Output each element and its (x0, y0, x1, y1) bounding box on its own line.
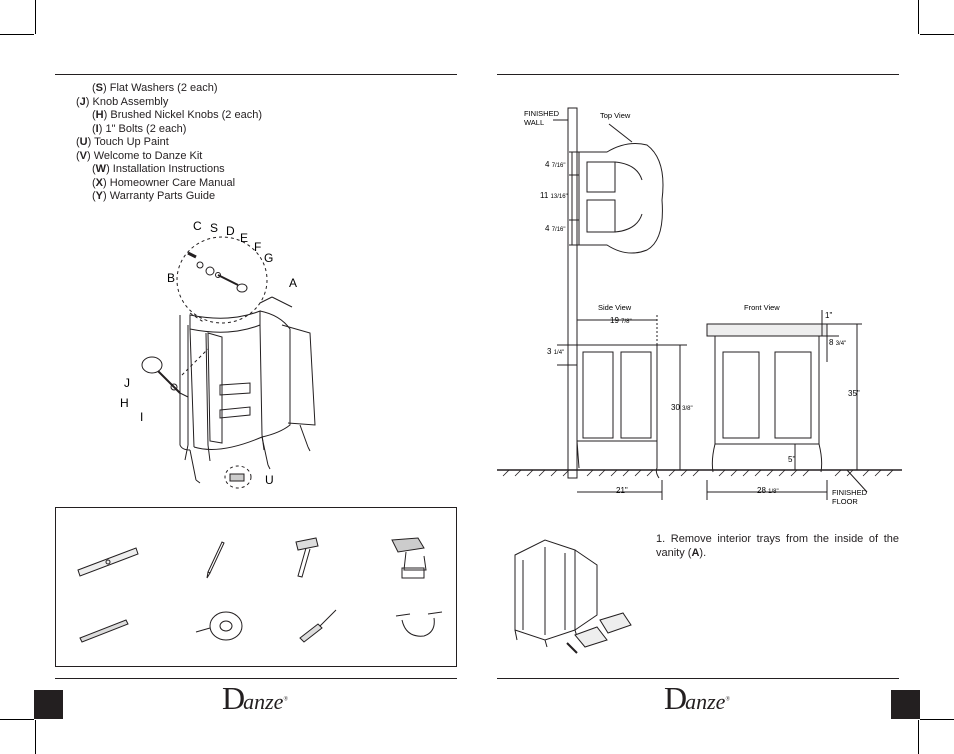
dimension-drawing (497, 107, 902, 500)
dim-5: 5" (788, 455, 796, 464)
crop-mark (35, 0, 36, 34)
header-rule-right (497, 74, 899, 75)
parts-list-item: (H) Brushed Nickel Knobs (2 each) (92, 109, 262, 121)
dim-35: 35" (848, 389, 860, 398)
vanity-exploded-diagram (141, 236, 316, 489)
crop-mark (920, 34, 954, 35)
side-view-label: Side View (598, 303, 632, 312)
danze-logo-right: Danze® (664, 680, 730, 716)
hammer-icon (295, 537, 319, 578)
callout-d: D (226, 224, 235, 238)
callout-a: A (289, 276, 298, 290)
drill-icon (391, 537, 427, 579)
crop-mark (0, 719, 34, 720)
danze-logo-left: Danze® (222, 680, 288, 716)
finished-floor-label: FINISHED (832, 488, 868, 497)
dim-30-3-8: 30 3/8" (671, 403, 693, 412)
footer-rule-left (55, 678, 457, 679)
callout-j: J (124, 376, 130, 390)
callout-b: B (167, 271, 176, 285)
dim-28-1-8: 28 1/8" (757, 486, 779, 495)
top-view-label: Top View (600, 111, 631, 120)
parts-list-item: (Y) Warranty Parts Guide (92, 190, 216, 202)
callout-i: I (140, 410, 144, 424)
parts-list-item: (U) Touch Up Paint (76, 136, 169, 148)
tools-needed-box (55, 507, 457, 667)
finished-wall-label-2: WALL (524, 118, 545, 127)
finished-wall-label: FINISHED (524, 109, 560, 118)
pipe-strap-icon (395, 611, 443, 637)
remove-trays-diagram (514, 539, 632, 654)
crop-mark (918, 720, 919, 754)
parts-list: (S) Flat Washers (2 each)(J) Knob Assemb… (76, 82, 436, 204)
header-rule-left (55, 74, 457, 75)
callout-h: H (120, 396, 129, 410)
callout-e: E (240, 231, 249, 245)
parts-list-item: (X) Homeowner Care Manual (92, 176, 236, 189)
page-number-box-left (34, 690, 63, 719)
finished-floor-label-2: FLOOR (832, 497, 858, 506)
dim-8-3-4: 8 3/4" (829, 338, 847, 347)
dim-4-7-16-bottom: 4 7/16" (545, 224, 566, 233)
dim-3-1-4: 3 1/4" (547, 347, 565, 356)
callout-u: U (265, 473, 274, 487)
level-icon (77, 547, 139, 577)
parts-list-item: (W) Installation Instructions (92, 163, 225, 175)
drill-bit-icon (79, 619, 129, 643)
dim-21: 21" (616, 486, 628, 495)
parts-list-item: (S) Flat Washers (2 each) (92, 82, 218, 94)
parts-list-item: (J) Knob Assembly (76, 95, 169, 108)
pencil-icon (206, 541, 225, 579)
front-view-label: Front View (744, 303, 780, 312)
footer-rule-right (497, 678, 899, 679)
step-1-text: 1. Remove interior trays from the inside… (656, 533, 899, 559)
dim-4-7-16-top: 4 7/16" (545, 160, 566, 169)
callout-s: S (210, 221, 219, 235)
dim-19-7-8: 19 7/8" (610, 316, 632, 325)
crop-mark (35, 720, 36, 754)
callout-f: F (254, 240, 262, 254)
page-number-box-right (891, 690, 920, 719)
parts-list-item: (V) Welcome to Danze Kit (76, 149, 203, 162)
crop-mark (920, 719, 954, 720)
callout-c: C (193, 219, 202, 233)
dim-11-13-16: 11 13/16" (540, 191, 568, 200)
callout-g: G (264, 251, 274, 265)
screwdriver-icon (299, 609, 337, 643)
parts-list-item: (I) 1" Bolts (2 each) (92, 122, 187, 135)
hole-saw-icon (195, 611, 243, 641)
crop-mark (0, 34, 34, 35)
dim-1: 1" (825, 311, 833, 320)
crop-mark (918, 0, 919, 34)
